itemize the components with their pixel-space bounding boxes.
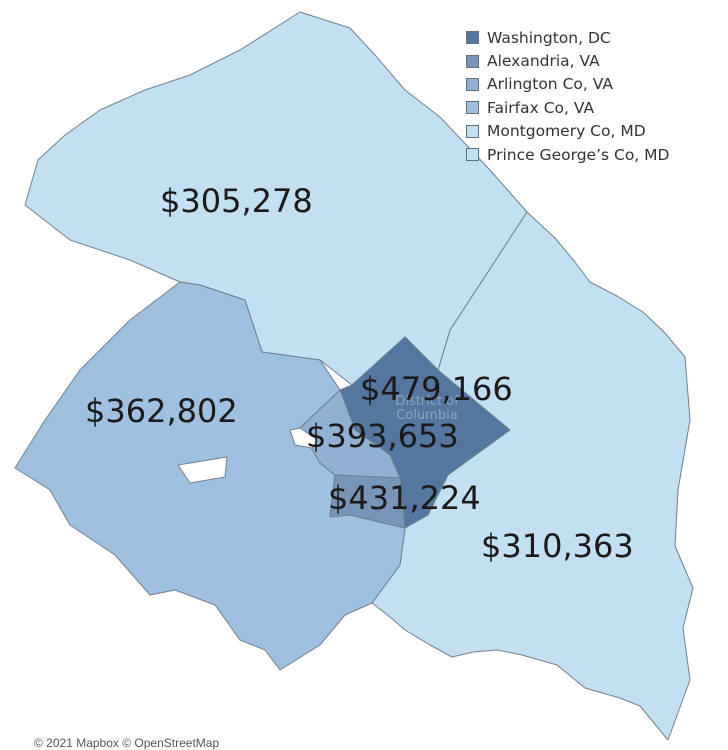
legend-item[interactable]: Arlington Co, VA	[466, 73, 669, 96]
value-label-montgomery: $305,278	[160, 182, 313, 220]
region-alexandria[interactable]	[329, 474, 406, 529]
value-label-dc: $479,166	[360, 370, 513, 408]
legend-label: Montgomery Co, MD	[487, 122, 646, 141]
legend-swatch	[466, 101, 479, 115]
value-label-fairfax: $362,802	[85, 392, 238, 430]
map-attribution[interactable]: © 2021 Mapbox © OpenStreetMap	[34, 736, 220, 750]
legend-swatch	[466, 77, 479, 91]
value-label-alexandria: $431,224	[328, 479, 481, 517]
legend-label: Alexandria, VA	[487, 52, 600, 71]
legend-label: Washington, DC	[487, 28, 611, 47]
legend-item[interactable]: Washington, DC	[466, 26, 669, 49]
legend-swatch	[466, 54, 479, 68]
value-label-arlington: $393,653	[306, 417, 459, 455]
legend-swatch	[466, 31, 479, 45]
legend-item[interactable]: Montgomery Co, MD	[466, 120, 669, 143]
legend: Washington, DC Alexandria, VA Arlington …	[466, 26, 669, 166]
legend-label: Prince George’s Co, MD	[487, 145, 670, 164]
dc-faint-label: District of Columbia	[395, 394, 459, 424]
value-label-prince-georges: $310,363	[481, 527, 634, 565]
legend-item[interactable]: Fairfax Co, VA	[466, 96, 669, 119]
legend-swatch	[466, 124, 479, 138]
legend-swatch	[466, 148, 479, 162]
map-hole-west	[177, 456, 228, 484]
legend-label: Fairfax Co, VA	[487, 98, 595, 117]
legend-item[interactable]: Alexandria, VA	[466, 49, 669, 72]
legend-item[interactable]: Prince George’s Co, MD	[466, 143, 669, 166]
legend-label: Arlington Co, VA	[487, 75, 613, 94]
map-hole-east	[289, 427, 319, 449]
